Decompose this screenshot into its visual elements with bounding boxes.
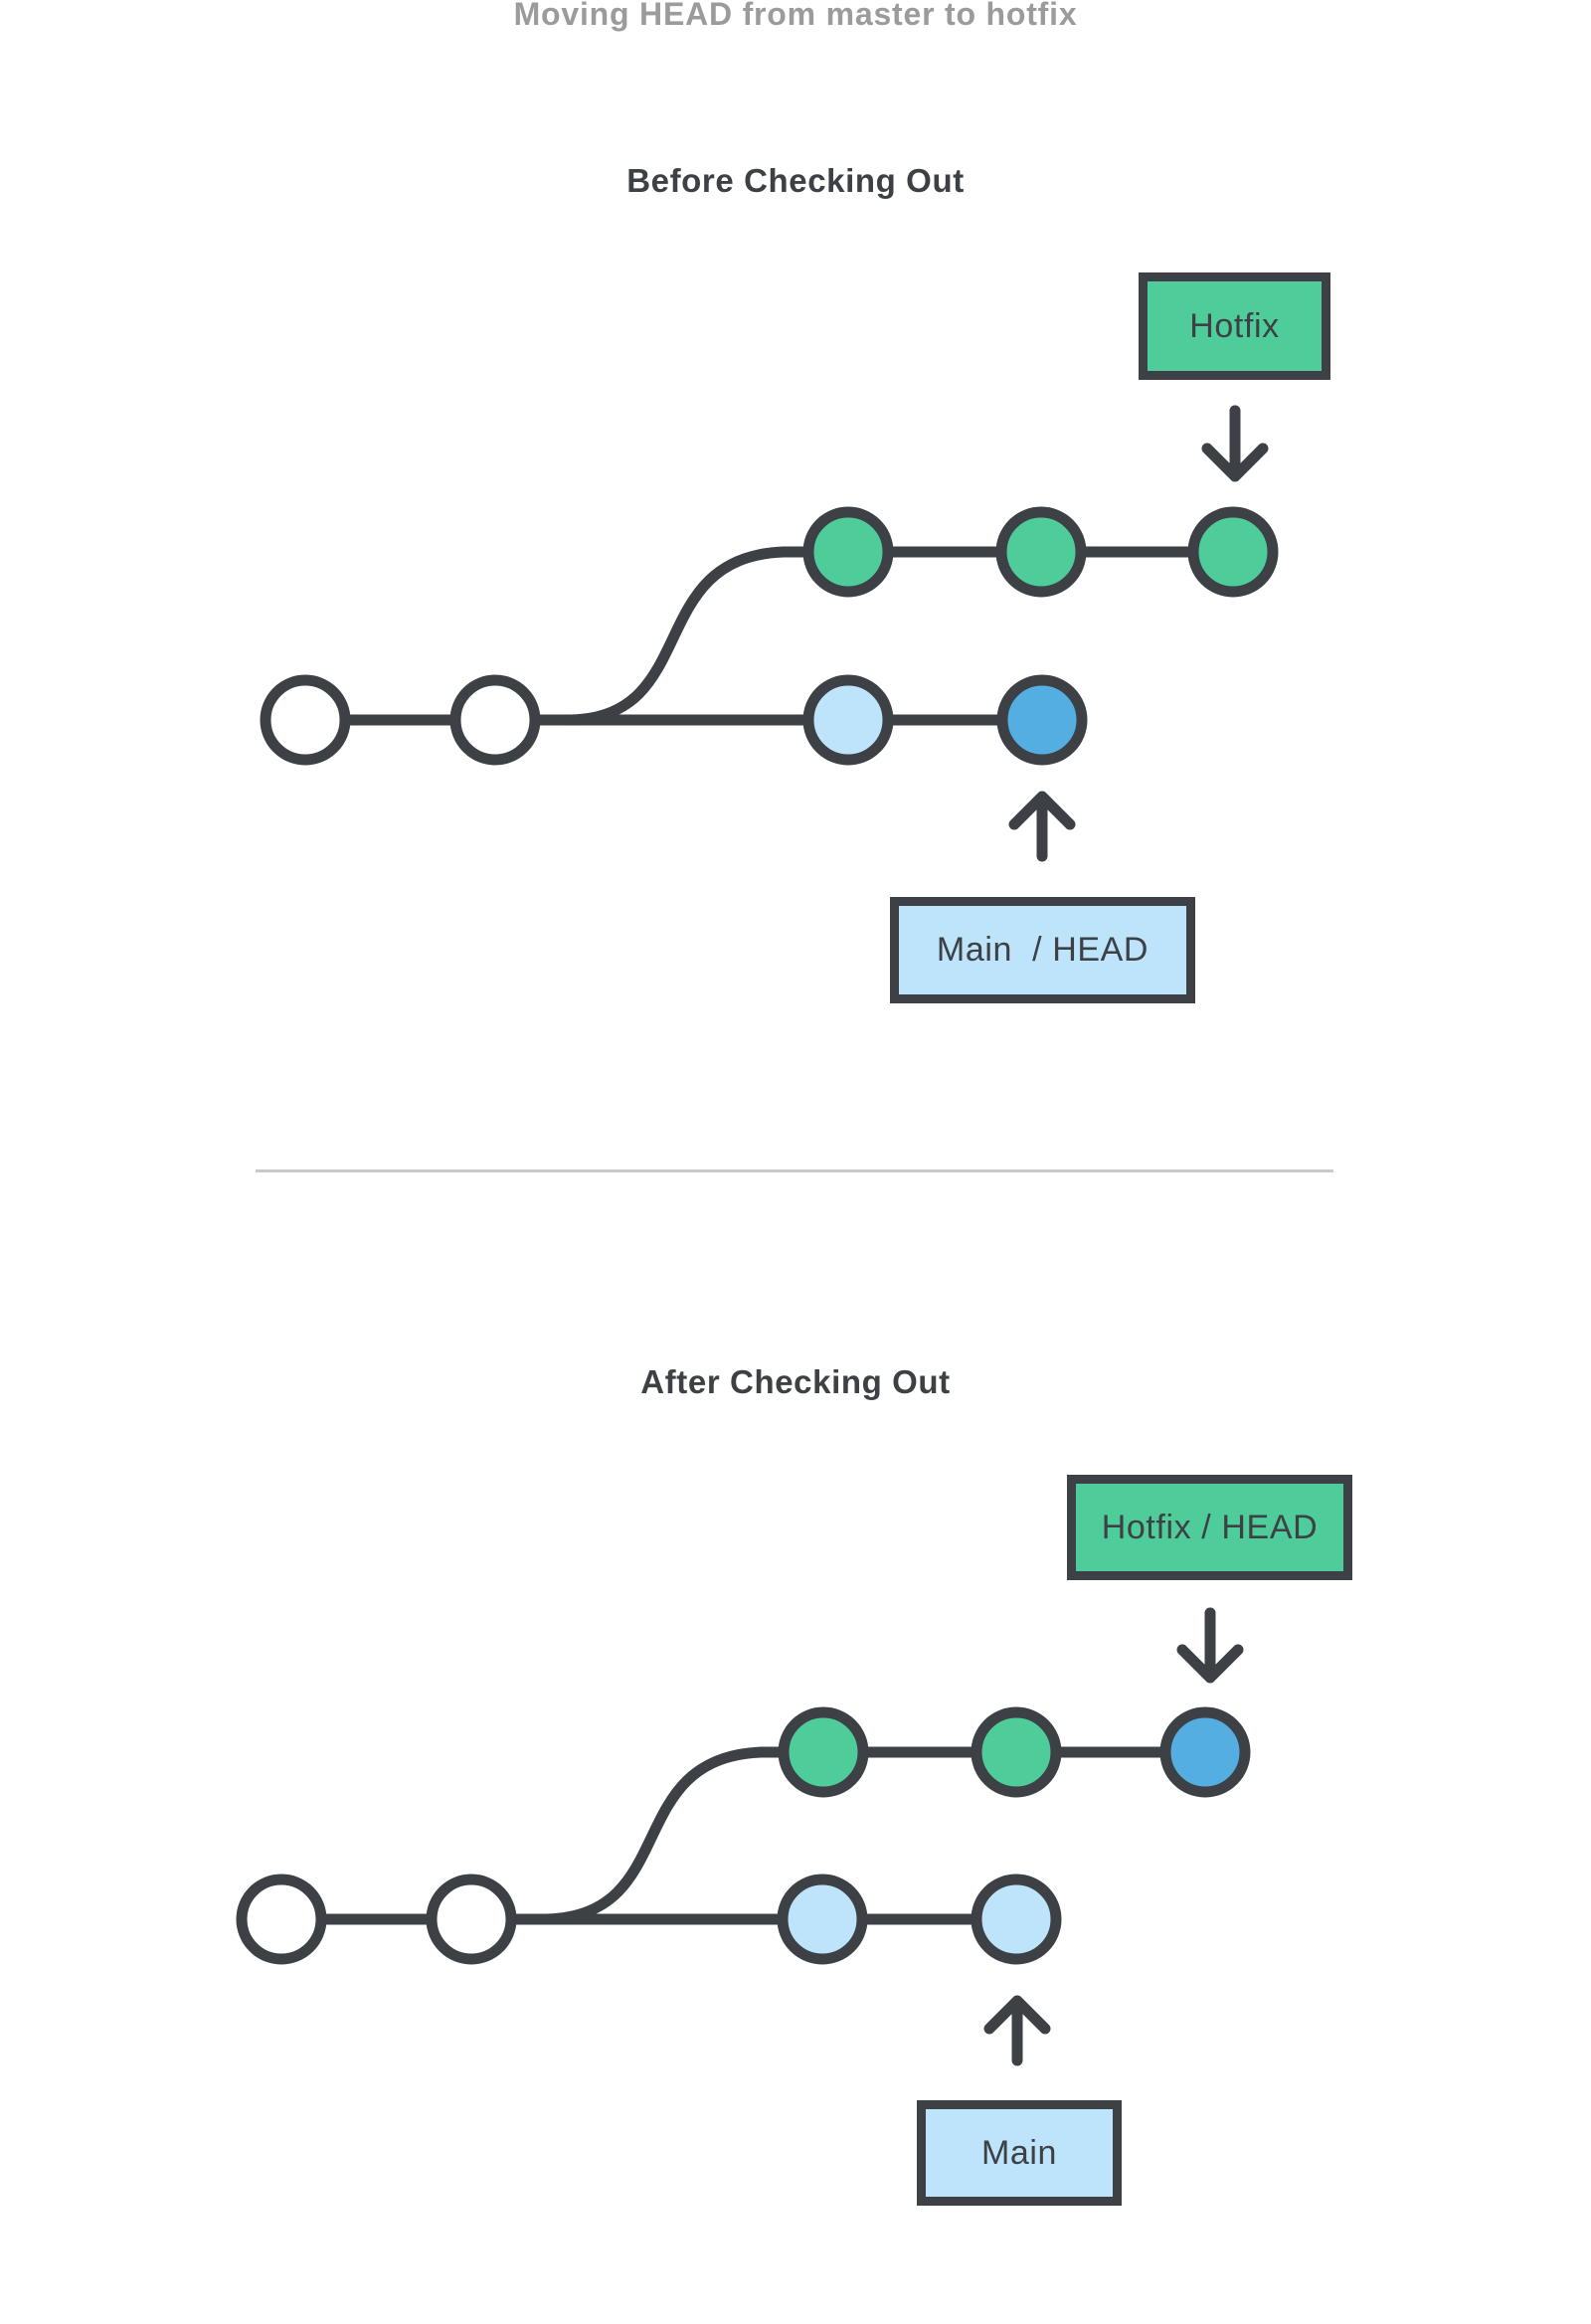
after-section-heading: After Checking Out: [640, 1363, 951, 1400]
commit-node-hotfix-green: [1187, 506, 1279, 598]
commit-node-main-light_blue: [971, 1874, 1062, 1965]
arrow-up-icon: [1008, 791, 1076, 862]
commit-node-main-white: [236, 1874, 327, 1965]
commit-node-hotfix-green: [971, 1706, 1062, 1798]
before-section-heading: Before Checking Out: [626, 162, 965, 199]
commit-node-main-white: [260, 674, 351, 766]
hotfix-head-tag: Hotfix / HEAD: [1067, 1475, 1352, 1580]
commit-node-main-white: [426, 1874, 517, 1965]
commit-node-hotfix-green: [778, 1706, 869, 1798]
hotfix-branch-tag: Hotfix: [1139, 272, 1330, 380]
main-head-tag: Main / HEAD: [890, 897, 1195, 1003]
page-title: Moving HEAD from master to hotfix: [513, 0, 1078, 32]
commit-node-main-light_blue: [777, 1874, 868, 1965]
after-hotfix-branch-line: [541, 1746, 1211, 1925]
commit-node-hotfix-green: [995, 506, 1087, 598]
commit-node-main-light_blue: [802, 674, 894, 766]
main-branch-tag: Main: [917, 2100, 1122, 2206]
after-graph-nodes: [236, 1706, 1251, 1965]
commit-node-main-dark_blue: [996, 674, 1088, 766]
before-graph-nodes: [260, 506, 1279, 766]
commit-node-main-white: [449, 674, 541, 766]
before-hotfix-branch-line: [566, 546, 1239, 726]
after-graph-lines: [275, 1607, 1244, 2066]
commit-node-hotfix-dark_blue: [1159, 1706, 1251, 1798]
commit-node-hotfix-green: [802, 506, 894, 598]
before-graph-lines: [299, 405, 1269, 862]
section-divider: [256, 1169, 1333, 1172]
arrow-down-icon: [1176, 1607, 1244, 1684]
arrow-up-icon: [983, 1995, 1051, 2066]
arrow-down-icon: [1201, 405, 1269, 482]
